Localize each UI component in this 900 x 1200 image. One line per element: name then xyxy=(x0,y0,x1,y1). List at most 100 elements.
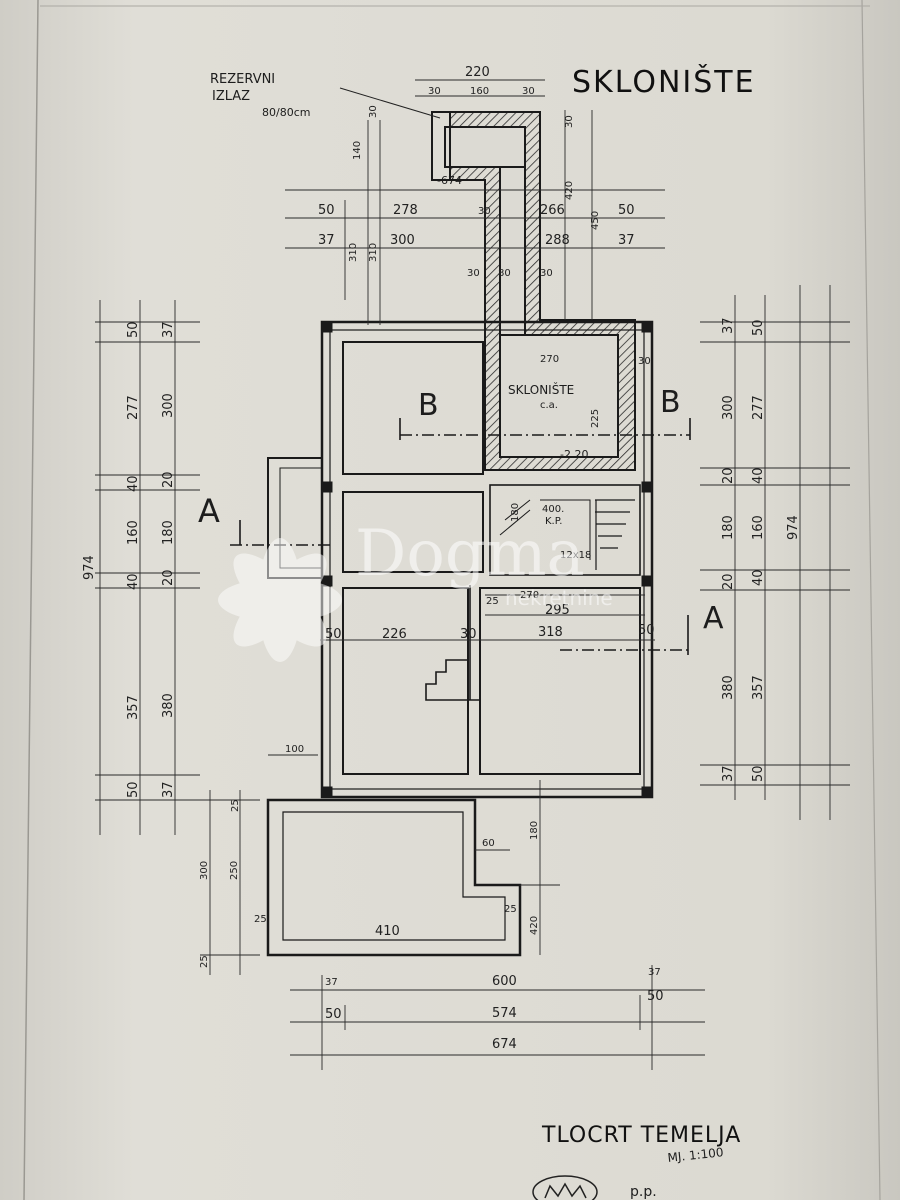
dim-left-278: 278 xyxy=(393,203,418,218)
paper-fold-left xyxy=(23,0,39,1200)
dim-t-420: 420 xyxy=(529,916,540,935)
dim-l-50b: 50 xyxy=(126,781,141,798)
dim-l-180: 180 xyxy=(161,520,176,545)
dim-t-60: 60 xyxy=(482,838,495,849)
dim-r-20a: 20 xyxy=(721,467,736,484)
paper-fold-right xyxy=(861,0,881,1200)
note-reserve-exit-2: IZLAZ xyxy=(212,89,250,104)
dim-r-380: 380 xyxy=(721,675,736,700)
watermark-sub: nekretnine xyxy=(505,586,613,610)
dim-in-25: 25 xyxy=(486,596,499,607)
dim-top-220: 220 xyxy=(465,65,490,80)
dim-r-40a: 40 xyxy=(751,467,766,484)
dim-l-357: 357 xyxy=(126,695,141,720)
dim-l-277: 277 xyxy=(126,395,141,420)
dim-t-410: 410 xyxy=(375,924,400,939)
dim-t-25b: 25 xyxy=(199,955,210,968)
dim-r-37a: 37 xyxy=(721,317,736,334)
dim-in-100: 100 xyxy=(285,744,304,755)
dim-r-37b: 37 xyxy=(721,765,736,782)
dim-l-20b: 20 xyxy=(161,569,176,586)
note-stair-1: 400. xyxy=(542,504,564,515)
dim-r-50b: 50 xyxy=(751,765,766,782)
dim-in-318: 318 xyxy=(538,625,563,640)
note-level-674: -674 xyxy=(437,174,462,187)
dim-t-300: 300 xyxy=(199,861,210,880)
dim-b-574: 574 xyxy=(492,1006,517,1021)
dim-room-225: 225 xyxy=(590,409,601,428)
watermark: Dogma nekretnine xyxy=(218,517,613,662)
drawing-scale: MJ. 1:100 xyxy=(667,1145,724,1165)
dim-l-50a: 50 xyxy=(126,321,141,338)
heading-skloniste: SKLONIŠTE xyxy=(572,63,756,100)
dim-b-600: 600 xyxy=(492,974,517,989)
dim-top-30a: 30 xyxy=(428,86,441,97)
dim-v-30b: 30 xyxy=(564,115,575,128)
section-b-right: B xyxy=(660,385,681,420)
dim-right-288: 288 xyxy=(545,233,570,248)
dim-right-37: 37 xyxy=(618,233,635,248)
dim-v-450: 450 xyxy=(590,211,601,230)
dim-right-50: 50 xyxy=(618,203,635,218)
note-shelter-room-2: c.a. xyxy=(540,400,558,411)
dim-l-37b: 37 xyxy=(161,781,176,798)
section-a-left: A xyxy=(198,492,220,530)
shelter-walls xyxy=(431,111,636,471)
dim-r-974: 974 xyxy=(786,515,801,540)
dim-b-37a: 37 xyxy=(325,977,338,988)
dimension-lines xyxy=(95,79,850,1070)
dim-l-20a: 20 xyxy=(161,471,176,488)
watermark-brand: Dogma xyxy=(355,517,585,591)
dim-in-226: 226 xyxy=(382,627,407,642)
note-reserve-exit-1: REZERVNI xyxy=(210,72,275,87)
dim-b-50a: 50 xyxy=(325,1007,342,1022)
dim-top-30b: 30 xyxy=(522,86,535,97)
section-b-left: B xyxy=(418,388,439,423)
dim-mid-30: 30 xyxy=(478,206,491,217)
dim-left-300: 300 xyxy=(390,233,415,248)
dim-t-25a: 25 xyxy=(230,799,241,812)
note-shelter-level: -2.20 xyxy=(560,448,588,461)
dim-corr-30b: 30 xyxy=(540,268,553,279)
dim-r-20b: 20 xyxy=(721,573,736,590)
dim-r-300: 300 xyxy=(721,395,736,420)
dim-t-180: 180 xyxy=(529,821,540,840)
dim-l-40a: 40 xyxy=(126,475,141,492)
dim-room-270: 270 xyxy=(540,354,559,365)
dim-in-295: 295 xyxy=(545,603,570,618)
dim-r-357: 357 xyxy=(751,675,766,700)
dim-l-300: 300 xyxy=(161,393,176,418)
drawing-title: TLOCRT TEMELJA xyxy=(541,1123,741,1148)
watermark-logo-icon xyxy=(218,538,342,662)
dim-t-25c: 25 xyxy=(254,914,267,925)
dim-b-50b: 50 xyxy=(647,989,664,1004)
note-stair-3: 12x18 xyxy=(560,550,591,561)
dim-in-270: 270 xyxy=(520,590,539,601)
dim-r-50a: 50 xyxy=(751,319,766,336)
dim-r-160: 160 xyxy=(751,515,766,540)
dim-r-40b: 40 xyxy=(751,569,766,586)
stamp-initials: p.p. xyxy=(630,1184,657,1200)
dim-v-140: 140 xyxy=(352,141,363,160)
dim-in-50a: 50 xyxy=(325,627,342,642)
dim-t-25d: 25 xyxy=(504,904,517,915)
dim-l-160: 160 xyxy=(126,520,141,545)
dim-l-974: 974 xyxy=(82,555,97,580)
dim-b-674: 674 xyxy=(492,1037,517,1052)
note-stair-2: K.P. xyxy=(545,516,562,527)
dim-left-50: 50 xyxy=(318,203,335,218)
reserve-exit-leader xyxy=(339,87,441,119)
note-shelter-room-1: SKLONIŠTE xyxy=(508,382,574,397)
dim-b-37b: 37 xyxy=(648,967,661,978)
dim-r-277: 277 xyxy=(751,395,766,420)
dim-v-30a: 30 xyxy=(368,105,379,118)
dim-l-37a: 37 xyxy=(161,321,176,338)
dim-left-37: 37 xyxy=(318,233,335,248)
dim-in-180: 180 xyxy=(510,503,521,522)
dim-v-420: 420 xyxy=(564,181,575,200)
section-a-right: A xyxy=(703,601,724,636)
dim-corr-30: 30 xyxy=(467,268,480,279)
dim-r-180: 180 xyxy=(721,515,736,540)
stamp-icon xyxy=(532,1175,598,1200)
